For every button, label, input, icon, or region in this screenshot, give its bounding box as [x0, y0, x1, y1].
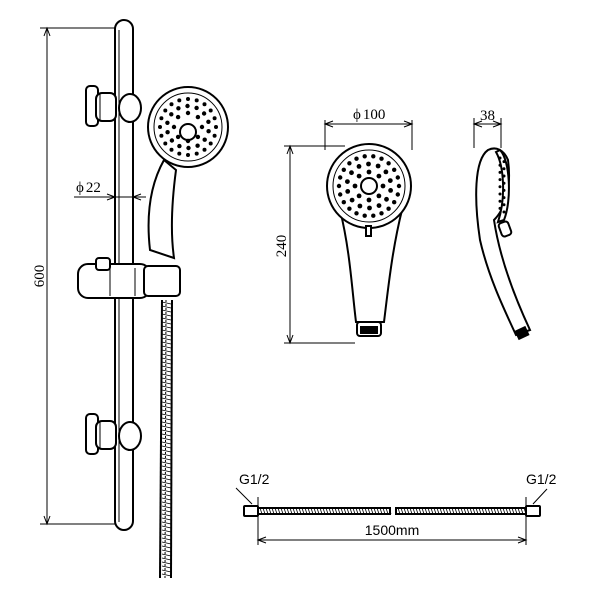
rail-diameter-label: 22 — [86, 180, 101, 196]
hose-right-thread-label: G1/2 — [526, 471, 557, 487]
svg-text:ϕ22: ϕ22 — [76, 180, 101, 196]
handle-length-dimension: 240 — [274, 144, 355, 345]
hand-shower-front-view — [326, 143, 412, 337]
diameter-symbol: ϕ — [76, 180, 84, 196]
rail-handheld-shower — [147, 86, 229, 260]
hanging-hose — [159, 299, 173, 579]
top-wall-bracket — [85, 85, 142, 127]
diameter-symbol-head: ϕ — [353, 107, 361, 123]
bottom-wall-bracket — [85, 413, 142, 455]
rail-dimension-600: 600 — [32, 26, 115, 526]
rail-height-label: 600 — [32, 265, 48, 288]
head-diameter-label: 100 — [363, 107, 386, 123]
rail-slider-holder — [77, 257, 181, 299]
hose-length-label: 1500mm — [365, 522, 419, 538]
handle-length-label: 240 — [274, 235, 290, 258]
hose-drawing: 1500mm G1/2 G1/2 — [235, 471, 557, 545]
head-thickness-dimension: 38 — [472, 108, 503, 148]
hand-shower-side-view — [475, 147, 532, 341]
head-thickness-label: 38 — [480, 108, 495, 124]
hose-left-thread-label: G1/2 — [239, 471, 270, 487]
